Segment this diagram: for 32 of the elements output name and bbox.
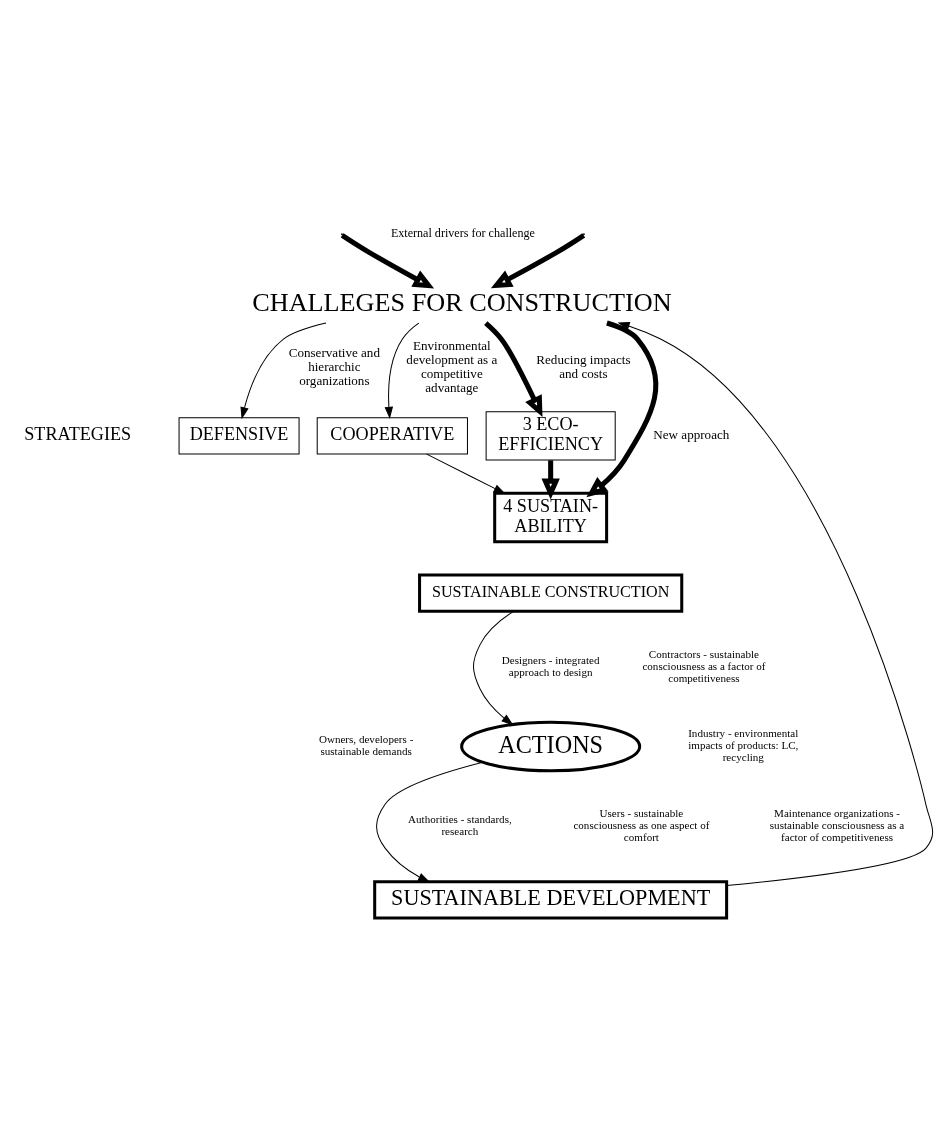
arrow — [384, 322, 420, 419]
node-ellipse: ACTIONS — [460, 720, 642, 772]
arrow — [541, 459, 560, 499]
arrow — [340, 232, 435, 289]
node-box: SUSTAINABLE CONSTRUCTION — [418, 573, 684, 613]
arrow — [426, 453, 506, 494]
label: Authorities - standards, research — [408, 812, 512, 837]
label: Contractors - sustainable consciousness as a factor of competitiveness — [642, 647, 766, 684]
node-box: 4 SUSTAIN- ABILITY — [493, 491, 609, 543]
node-box: DEFENSIVE — [178, 416, 300, 455]
label: Designers - integrated approach to design — [501, 653, 600, 678]
arrow — [472, 610, 514, 725]
arrow — [617, 321, 934, 886]
arrow — [240, 322, 327, 419]
node-box: 3 ECO- EFFICIENCY — [485, 410, 616, 461]
label: External drivers for challenge — [390, 225, 535, 240]
node-box: SUSTAINABLE DEVELOPMENT — [373, 879, 729, 919]
arrow — [484, 320, 543, 417]
label: STRATEGIES — [24, 423, 132, 444]
edge-label: New approach — [653, 426, 730, 442]
arrow — [490, 232, 586, 288]
edge-label: Reducing impacts and costs — [536, 351, 631, 381]
label: Maintenance organizations - sustainable consciousness as a factor of competitiveness — [769, 806, 905, 843]
edge-label: Conservative and hierarchic organizations — [288, 344, 380, 388]
node-box: COOPERATIVE — [316, 416, 468, 455]
arrow — [586, 320, 659, 497]
label: Industry - environmental impacts of products: LC, recycling — [688, 726, 799, 763]
arrow — [376, 761, 484, 882]
label: Owners, developers - sustainable demands — [318, 732, 414, 757]
label: Users - sustainable consciousness as one aspect of comfort — [573, 806, 710, 843]
edge-label: Environmental development as a competitive advantage — [406, 337, 498, 395]
node-text: CHALLEGES FOR CONSTRUCTION — [252, 287, 672, 317]
